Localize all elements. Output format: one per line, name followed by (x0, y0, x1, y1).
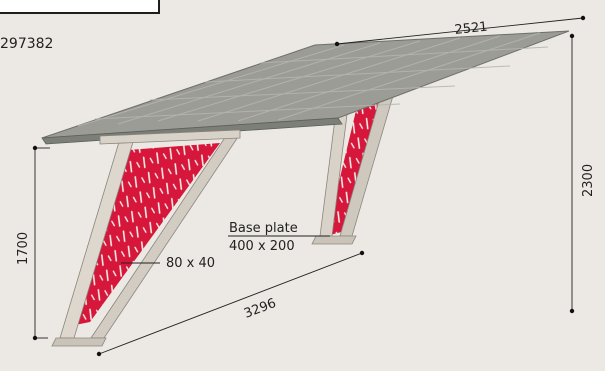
length-dimension-line (98, 252, 363, 355)
product-code: 297382 (0, 36, 54, 52)
base-plate-size-label: 400 x 200 (229, 239, 295, 254)
front-base-plate (51, 337, 107, 347)
total-height-label: 2300 (581, 164, 596, 197)
base-plate-label: Base plate (229, 221, 298, 236)
front-support (51, 129, 241, 347)
length-label: 3296 (242, 296, 278, 322)
roof (41, 30, 570, 145)
profile-label: 80 x 40 (166, 256, 215, 271)
front-support-cross-beam (99, 129, 241, 145)
dimension-dots (32, 15, 586, 357)
dimension-lines (34, 17, 584, 355)
product-label-box (0, 0, 160, 14)
roof-width-label: 2521 (454, 20, 488, 38)
roof-glazing-lines (77, 32, 549, 127)
support-height-label: 1700 (16, 232, 31, 265)
width-dimension-line (336, 17, 584, 45)
front-support-panel (75, 143, 220, 325)
back-base-plate (311, 235, 357, 245)
